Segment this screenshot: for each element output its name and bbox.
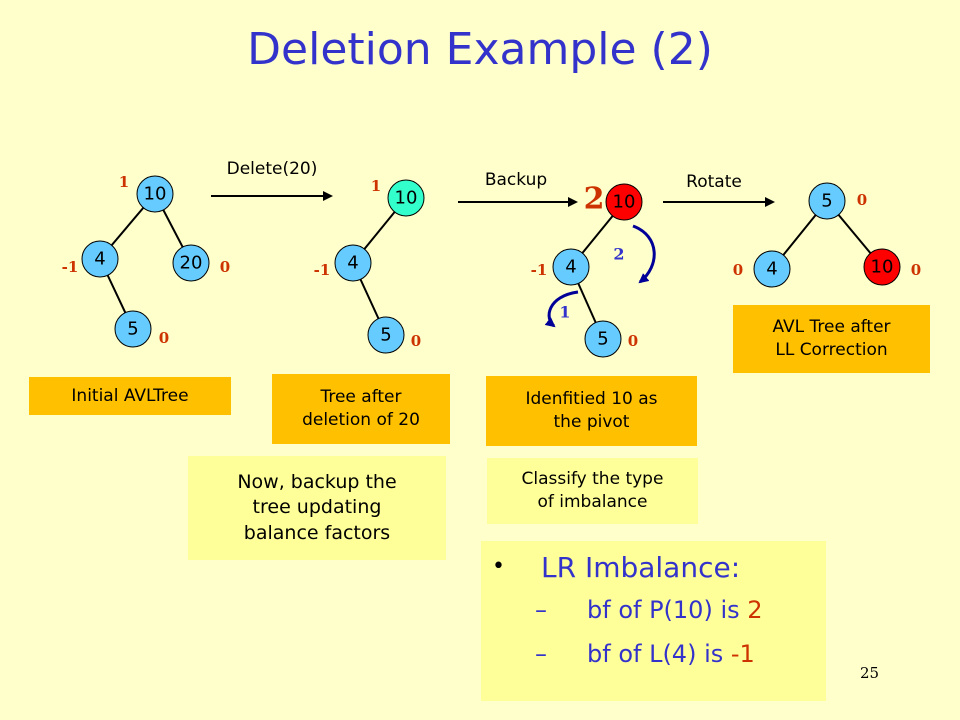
node-10 [387,179,425,217]
right-height-label: 2 [613,245,624,264]
lr-line-pivot: – bf of P(10) is 2 [535,596,763,624]
lr-line-left: – bf of L(4) is -1 [535,640,755,668]
lr-imbalance-panel [481,541,826,701]
lr-bullet: • [492,554,505,579]
bf-5: 0 [857,191,867,209]
bf-5: 0 [628,332,638,350]
tree-pivot: 10 4 5 2 -1 0 2 1 [531,182,656,358]
node-5 [114,310,152,348]
note-backup: Now, backup the tree updating balance fa… [188,456,446,560]
tree-corrected: 5 4 10 0 0 0 [733,182,921,288]
node-5 [584,320,622,358]
node-5 [367,316,405,354]
bf-10: 1 [371,177,381,195]
node-4-label: 4 [347,253,358,274]
node-5-label: 5 [597,329,608,350]
node-5-label: 5 [821,191,832,212]
node-10 [863,248,901,286]
lr-line1-prefix: bf of P(10) is [587,596,748,624]
step-backup-label: Backup [485,170,547,190]
bf-4: -1 [531,261,548,279]
page-number: 25 [860,664,880,682]
caption-after-deletion: Tree after deletion of 20 [272,374,450,444]
lr-line2-prefix: bf of L(4) is [587,640,731,668]
bf-10: 0 [911,261,921,279]
caption-initial: Initial AVLTree [29,377,231,415]
node-5 [808,182,846,220]
node-20 [172,244,210,282]
node-10 [605,183,643,221]
note-classify: Classify the type of imbalance [487,458,698,524]
node-4-label: 4 [94,249,105,270]
bf-5: 0 [159,329,169,347]
bf-20: 0 [220,258,230,276]
tree-after-deletion: 10 4 5 1 -1 0 [314,177,425,354]
node-4-label: 4 [565,257,576,278]
node-10 [136,175,174,213]
node-10-label: 10 [144,184,167,205]
step-rotate: Rotate [663,172,775,207]
lr-heading: • LR Imbalance: [492,551,740,584]
node-4 [334,244,372,282]
bf-4: -1 [314,261,331,279]
node-4 [753,250,791,288]
left-height-arc [544,290,579,328]
right-height-arc [632,224,656,284]
node-10-label: 10 [613,192,636,213]
step-delete: Delete(20) [211,159,333,201]
lr-line1-value: 2 [747,596,763,624]
bf-4: -1 [62,258,79,276]
node-4 [552,248,590,286]
slide-title: Deletion Example (2) [247,24,713,75]
lr-line2-value: -1 [730,640,755,668]
step-delete-label: Delete(20) [227,159,318,179]
lr-heading-text: LR Imbalance: [540,551,741,584]
tree-initial: 10 4 20 5 1 -1 0 0 [62,173,230,348]
node-20-label: 20 [180,253,203,274]
bf-10: 1 [119,173,129,191]
node-5-label: 5 [127,319,138,340]
caption-corrected: AVL Tree after LL Correction [733,305,930,373]
left-height-label: 1 [559,303,570,322]
step-backup: Backup [458,170,578,207]
node-5-label: 5 [380,325,391,346]
lr-line1-dash: – [535,596,547,624]
node-4-label: 4 [766,259,777,280]
lr-line2-dash: – [535,640,547,668]
bf-10: 2 [584,182,605,217]
node-4 [81,240,119,278]
bf-4: 0 [733,261,743,279]
bf-5: 0 [411,332,421,350]
caption-pivot: Idenfitied 10 as the pivot [486,376,697,446]
node-10-label: 10 [871,257,894,278]
node-10-label: 10 [395,188,418,209]
step-rotate-label: Rotate [686,172,742,192]
